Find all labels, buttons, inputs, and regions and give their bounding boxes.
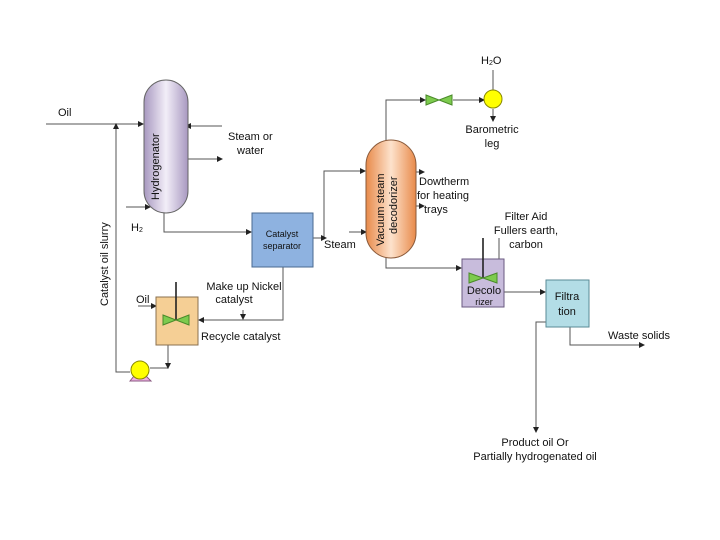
vapor-valve-icon [425,94,453,106]
waste-solids-line [569,327,645,348]
makeup-label-2: catalyst [215,294,252,306]
dowtherm-label-2: for heating [417,190,469,202]
waste-solids-label: Waste solids [608,330,670,342]
product-label-1: Product oil Or [501,437,569,449]
decolorizer-blade-right-icon [481,272,498,284]
catalyst-slurry-label: Catalyst oil slurry [99,222,111,306]
product-label-2: Partially hydrogenated oil [473,451,597,463]
oil-feed-label: Oil [58,107,71,119]
decolorizer-label-1: Decolo [467,285,501,297]
deodorizer-vessel: Vacuum steam decodorizer [365,139,417,259]
agitator-blade-right-icon [174,314,190,326]
filter-aid-label-2: Fullers earth, [494,225,558,237]
makeup-label-1: Make up Nickel [206,281,281,293]
pump-icon [128,360,153,382]
barometric-label-2: leg [485,138,500,150]
catalyst-slurry-line [113,123,130,373]
separator-label-2: separator [263,241,301,251]
deodorizer-outlet-line [385,258,462,271]
filter-aid-label-3: carbon [509,239,543,251]
water-label: H2O [481,55,502,67]
agitator-blade-left-icon [162,314,178,326]
decolorizer-tank: Decolo rizer [461,238,505,308]
deodorizer-label-2: decodorizer [388,176,400,234]
catalyst-mix-tank [155,282,199,346]
recycle-catalyst-line [198,267,284,323]
filter-aid-label-1: Filter Aid [505,211,548,223]
decolorizer-label-2: rizer [475,297,493,307]
separator-to-deodorizer-line [313,168,366,239]
dowtherm-label-1: Dowtherm [419,176,469,188]
steam-water-label-1: Steam or [228,131,273,143]
mixer-oil-label: Oil [136,294,149,306]
steam-water-label-2: water [236,145,264,157]
product-oil-line [533,321,546,433]
h2-label: H2 [131,222,143,234]
dowtherm-label-3: trays [424,204,448,216]
barometric-condenser-icon [483,89,503,109]
recycle-label: Recycle catalyst [201,331,280,343]
vapor-line [385,97,426,140]
mixer-to-pump-line [150,345,169,369]
filtration-label-2: tion [558,306,576,318]
filtration-label-1: Filtra [555,291,580,303]
hydrogenator-vessel: Hydrogenator [143,79,189,214]
hydrogenator-outlet-line [163,213,252,235]
barometric-label-1: Barometric [465,124,519,136]
hydrogenator-label: Hydrogenator [150,133,162,200]
deodorizer-label-1: Vacuum steam [375,173,387,246]
separator-label-1: Catalyst [266,229,299,239]
steam-label: Steam [324,239,356,251]
decolorizer-blade-left-icon [468,272,485,284]
filtration-unit: Filtra tion [545,279,590,328]
catalyst-separator: Catalyst separator [251,212,314,268]
